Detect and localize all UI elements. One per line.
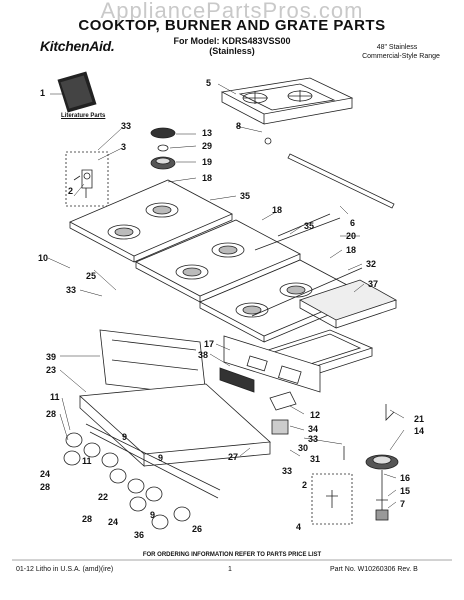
- finish-label: (Stainless): [209, 46, 255, 56]
- callout-21: 21: [414, 414, 425, 424]
- callout-33: 33: [121, 121, 132, 131]
- range-type: Commercial-Style Range: [362, 53, 440, 60]
- callout-24: 24: [40, 469, 51, 479]
- callout-19: 19: [202, 157, 213, 167]
- ignitor-kit-right: [311, 473, 353, 525]
- part-number: Part No. W10260306 Rev. B: [330, 566, 418, 573]
- callout-22: 22: [98, 492, 109, 502]
- callout-36: 36: [134, 530, 145, 540]
- seal-strip-1: [277, 213, 331, 237]
- burner-head: [150, 156, 176, 170]
- callout-29: 29: [202, 141, 213, 151]
- seal-strip-2: [251, 217, 363, 317]
- ordering-info: FOR ORDERING INFORMATION REFER TO PARTS …: [142, 552, 322, 558]
- griddle-plate: [299, 279, 397, 329]
- control-panel: [223, 335, 321, 393]
- callout-25: 25: [86, 271, 97, 281]
- callout-26: 26: [192, 524, 203, 534]
- trim-strip: [287, 153, 395, 209]
- callout-1: 1: [40, 88, 46, 98]
- burner-screw: [157, 144, 169, 152]
- callout-3: 3: [121, 142, 127, 152]
- callout-4: 4: [296, 522, 302, 532]
- callout-33c: 33: [308, 434, 319, 444]
- callout-11b: 11: [82, 456, 92, 466]
- callout-6: 6: [350, 218, 356, 228]
- callout-8: 8: [236, 121, 242, 131]
- callout-13: 13: [202, 128, 213, 138]
- burner-assembly-right: [365, 454, 399, 521]
- callout-38: 38: [198, 350, 209, 360]
- callout-10: 10: [38, 253, 49, 263]
- callout-30: 30: [298, 443, 309, 453]
- callout-14: 14: [414, 426, 425, 436]
- callout-39: 39: [46, 352, 57, 362]
- callout-9c: 9: [150, 510, 156, 520]
- callout-18b: 18: [272, 205, 283, 215]
- callout-31: 31: [310, 454, 321, 464]
- callout-35: 35: [240, 191, 251, 201]
- callout-15: 15: [400, 486, 411, 496]
- control-panel-front: [79, 383, 271, 499]
- callout-20: 20: [346, 231, 357, 241]
- callout-27: 27: [228, 452, 239, 462]
- callout-32: 32: [366, 259, 377, 269]
- callout-28: 28: [46, 409, 57, 419]
- page-title: COOKTOP, BURNER AND GRATE PARTS: [78, 17, 386, 34]
- grate-foot: [264, 137, 272, 145]
- callout-23: 23: [46, 365, 57, 375]
- literature-parts-label: Literature Parts: [61, 113, 106, 119]
- brand-logo: KitchenAid.: [40, 38, 115, 54]
- bracket-right: [385, 404, 395, 421]
- callout-33b: 33: [66, 285, 77, 295]
- burner-cap: [150, 127, 176, 139]
- bracket: [269, 391, 297, 411]
- callout-7: 7: [400, 499, 406, 509]
- ignitor-kit-left: [65, 151, 109, 207]
- callout-37: 37: [368, 279, 379, 289]
- callout-5: 5: [206, 78, 212, 88]
- callout-33d: 33: [282, 466, 293, 476]
- literature-booklet: [57, 71, 97, 113]
- callout-34: 34: [308, 424, 319, 434]
- burner-knobs: [63, 432, 191, 530]
- callout-2b: 2: [302, 480, 308, 490]
- callout-28b: 28: [40, 482, 51, 492]
- callout-18c: 18: [346, 245, 357, 255]
- callout-18: 18: [202, 173, 213, 183]
- leader-lines: [47, 83, 405, 509]
- callout-11: 11: [50, 392, 60, 402]
- callout-35b: 35: [304, 221, 315, 231]
- callout-9a: 9: [122, 432, 128, 442]
- burner-top-3: [199, 259, 365, 343]
- callout-2: 2: [68, 186, 74, 196]
- burner-top-1: [69, 179, 233, 263]
- callout-16: 16: [400, 473, 411, 483]
- grate-top-right: [220, 77, 354, 125]
- touch-control-board: [219, 367, 255, 393]
- callout-17: 17: [204, 339, 215, 349]
- spark-module: [271, 419, 289, 435]
- callout-12: 12: [310, 410, 321, 420]
- model-number: For Model: KDRS483VSS00: [173, 36, 291, 46]
- range-size: 48" Stainless: [376, 44, 418, 51]
- callout-9b: 9: [158, 453, 164, 463]
- callout-28c: 28: [82, 514, 93, 524]
- watermark: AppliancePartsPros.com: [100, 0, 364, 23]
- page-number: 1: [228, 566, 232, 573]
- litho-info: 01-12 Litho in U.S.A. (amd)(ire): [16, 566, 114, 573]
- callout-24b: 24: [108, 517, 119, 527]
